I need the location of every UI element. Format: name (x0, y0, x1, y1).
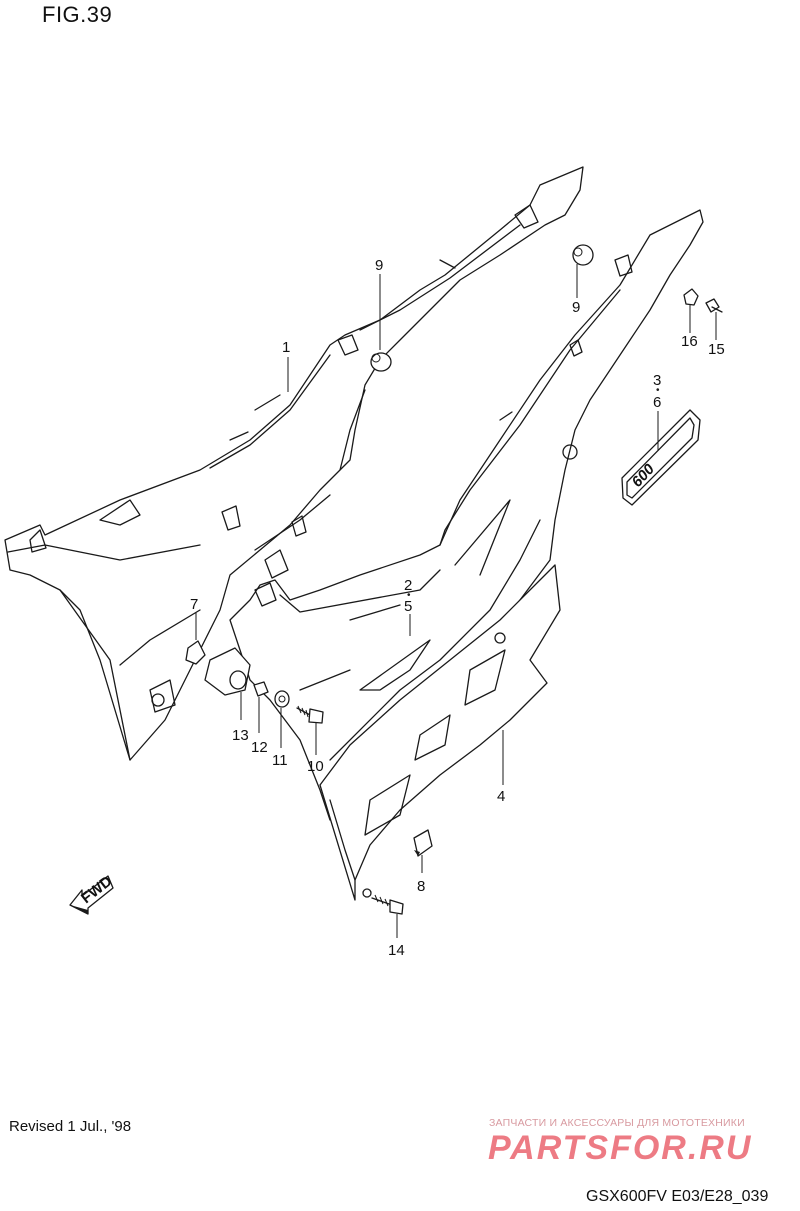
mount-bracket (204, 647, 251, 696)
spacer-12 (253, 681, 269, 697)
callout-4: 4 (497, 788, 505, 805)
emblem-600: 600 (621, 409, 701, 506)
callout-12: 12 (251, 739, 268, 756)
callout-13: 13 (232, 727, 249, 744)
figure-title: FIG.39 (42, 2, 113, 27)
fwd-direction-arrow: FWD (69, 873, 116, 915)
callout-6: 6 (653, 394, 661, 411)
callout-14: 14 (388, 942, 405, 959)
watermark-tagline: ЗАПЧАСТИ И АКСЕССУАРЫ ДЛЯ МОТОТЕХНИКИ (489, 1117, 745, 1129)
cushion-7 (185, 640, 206, 665)
bolt-10 (296, 705, 324, 724)
drawing-code: GSX600FV E03/E28_039 (586, 1188, 769, 1205)
cushion-16 (683, 288, 699, 306)
callout-1: 1 (282, 339, 290, 356)
grommet-9-right (572, 244, 594, 266)
revision-note: Revised 1 Jul., '98 (9, 1118, 132, 1135)
washer-11 (274, 690, 290, 708)
grommet-9-upper (370, 352, 392, 372)
callout-5: 5 (404, 598, 412, 615)
frame-cover-right (229, 209, 704, 821)
watermark-logo: PARTSFOR.RU (488, 1129, 752, 1166)
callout-11: 11 (272, 752, 288, 769)
callout-3: 3 (653, 372, 661, 389)
lower-cover-panel (319, 564, 561, 901)
fwd-label: FWD (78, 873, 116, 908)
leader-lines (195, 264, 717, 938)
callout-7: 7 (190, 596, 198, 613)
callout-8: 8 (417, 878, 425, 895)
callout-2: 2 (404, 577, 412, 594)
callout-numbers: 1 9 9 16 15 3 • 6 2 • 5 7 13 12 11 10 4 … (190, 257, 725, 959)
screw-14 (362, 888, 404, 915)
callout-9-upper: 9 (375, 257, 383, 274)
clip-8 (413, 829, 433, 857)
callout-10: 10 (307, 758, 324, 775)
screw-15 (705, 298, 723, 313)
callout-15: 15 (708, 341, 725, 358)
svg-text:•: • (656, 385, 660, 396)
frame-cover-left (4, 166, 584, 761)
callout-16: 16 (681, 333, 698, 350)
watermark-logo-text: PARTSFOR.RU (488, 1129, 752, 1166)
callout-9-right: 9 (572, 299, 580, 316)
svg-text:•: • (407, 590, 411, 601)
